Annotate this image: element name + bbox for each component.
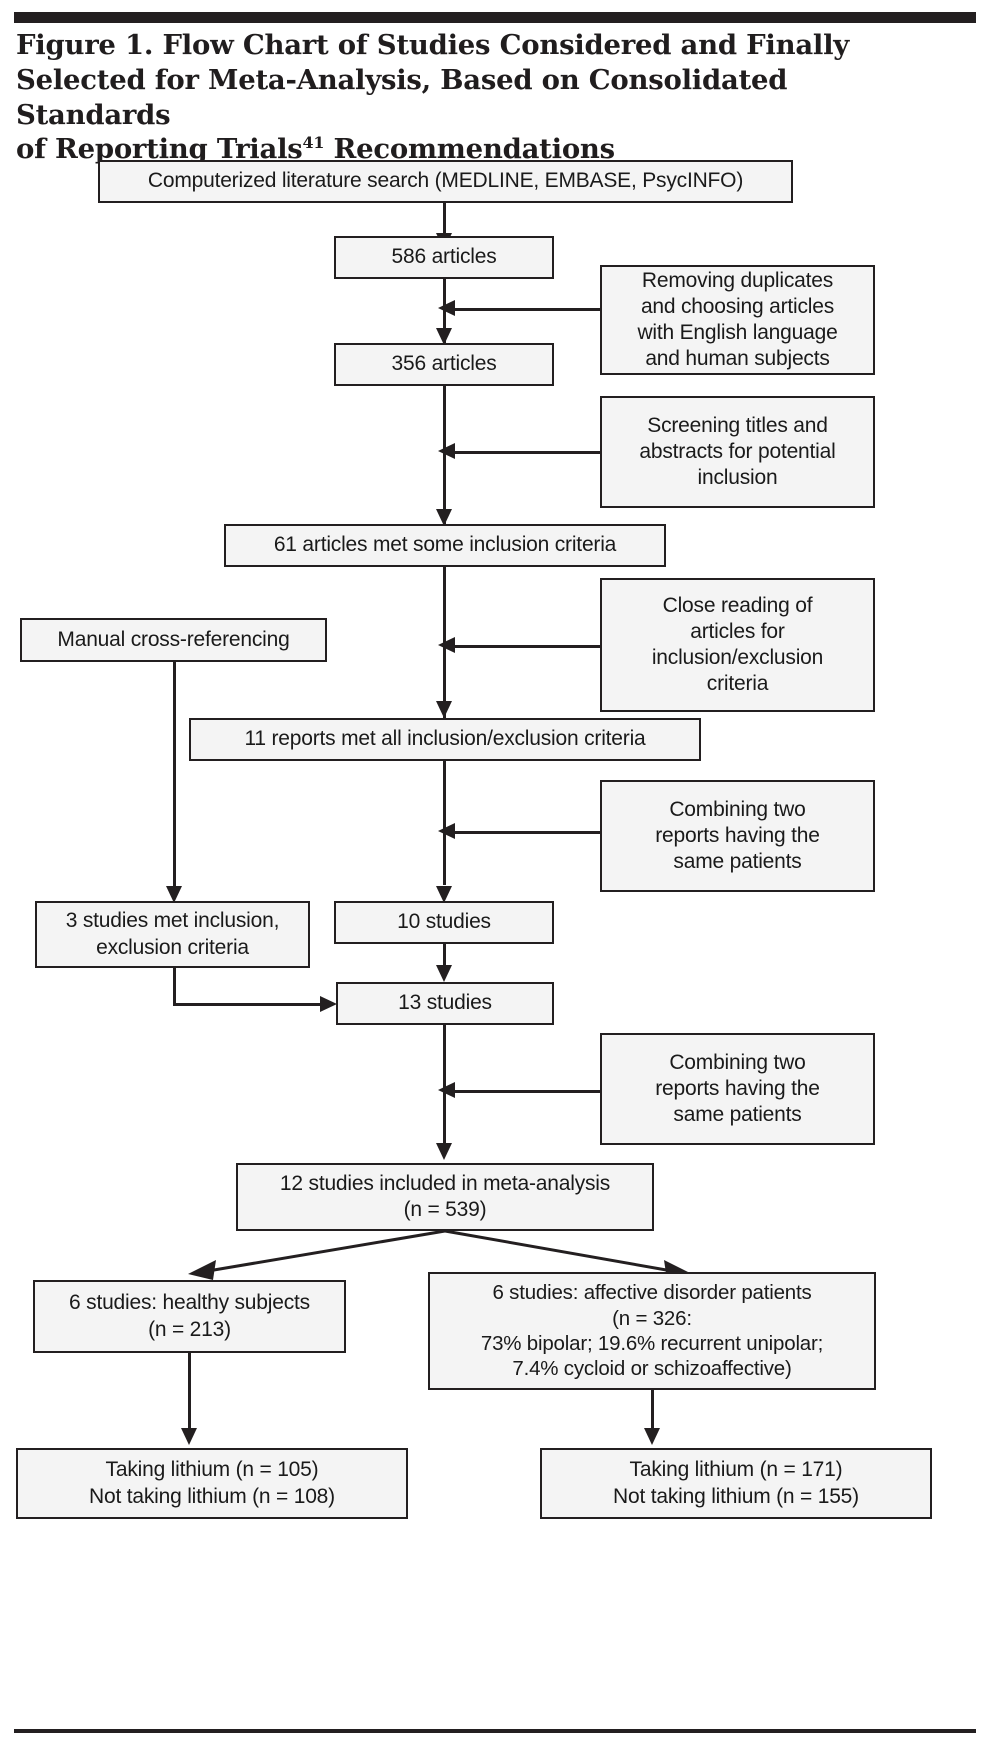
edge-healthy-to-lithium-line — [188, 1353, 191, 1431]
figure-title-line-1: Figure 1. Flow Chart of Studies Consider… — [16, 29, 850, 61]
edge-dedupe-arrow — [438, 300, 455, 316]
edge-586-to-356-arrow — [436, 328, 452, 345]
edge-combine2-arrow — [438, 1082, 455, 1098]
bottom-rule — [14, 1729, 976, 1733]
edge-356-to-61-line — [443, 386, 446, 526]
node-close-reading: Close reading of articles for inclusion/… — [600, 578, 875, 712]
edge-healthy-to-lithium-arrow — [181, 1428, 197, 1445]
edge-screening-arrow — [438, 443, 455, 459]
edge-close-reading-line — [455, 645, 601, 648]
node-13-studies: 13 studies — [336, 982, 554, 1025]
edge-11-to-10-arrow — [436, 886, 452, 903]
edge-manual-to-3-arrow — [166, 886, 182, 903]
node-586-articles: 586 articles — [334, 236, 554, 279]
edge-screening-line — [455, 451, 601, 454]
node-screening-titles: Screening titles and abstracts for poten… — [600, 396, 875, 508]
edge-affective-to-lithium-line — [651, 1390, 654, 1431]
edge-manual-to-3-line — [173, 662, 176, 886]
edge-10-to-13-arrow — [436, 965, 452, 982]
edge-close-reading-arrow — [438, 637, 455, 653]
figure-title-line-2: Selected for Meta-Analysis, Based on Con… — [16, 63, 788, 131]
node-3-studies: 3 studies met inclusion, exclusion crite… — [35, 901, 310, 968]
figure-title: Figure 1. Flow Chart of Studies Consider… — [16, 28, 946, 167]
edge-search-to-586-line — [443, 203, 446, 236]
figure-title-citation: 41 — [302, 133, 325, 153]
edge-13-to-12-arrow — [436, 1143, 452, 1160]
edge-586-to-356-line — [443, 279, 446, 343]
top-rule — [14, 12, 976, 23]
node-literature-search: Computerized literature search (MEDLINE,… — [98, 160, 793, 203]
edge-affective-to-lithium-arrow — [644, 1428, 660, 1445]
node-11-reports: 11 reports met all inclusion/exclusion c… — [189, 718, 701, 761]
node-356-articles: 356 articles — [334, 343, 554, 386]
edge-3-to-13-hline — [173, 1003, 322, 1006]
node-combining-reports-1: Combining two reports having the same pa… — [600, 780, 875, 892]
node-12-studies-meta-analysis: 12 studies included in meta-analysis (n … — [236, 1163, 654, 1231]
edge-61-to-11-arrow — [436, 701, 452, 718]
node-manual-cross-referencing: Manual cross-referencing — [20, 618, 327, 662]
edge-combine2-line — [455, 1090, 601, 1093]
edge-3-to-13-vline — [173, 968, 176, 1005]
edge-356-to-61-arrow — [436, 509, 452, 526]
node-61-articles: 61 articles met some inclusion criteria — [224, 524, 666, 567]
node-healthy-subjects: 6 studies: healthy subjects (n = 213) — [33, 1280, 346, 1353]
edge-combine1-line — [455, 831, 601, 834]
edge-dedupe-line — [455, 308, 601, 311]
node-lithium-affective: Taking lithium (n = 171) Not taking lith… — [540, 1448, 932, 1519]
edge-11-to-10-line — [443, 761, 446, 885]
edge-combine1-arrow — [438, 823, 455, 839]
node-combining-reports-2: Combining two reports having the same pa… — [600, 1033, 875, 1145]
edge-10-to-13-line — [443, 944, 446, 969]
node-10-studies: 10 studies — [334, 901, 554, 944]
node-removing-duplicates: Removing duplicates and choosing article… — [600, 265, 875, 375]
edge-13-to-12-line — [443, 1025, 446, 1145]
edge-3-to-13-arrow — [320, 996, 337, 1012]
node-affective-disorder-patients: 6 studies: affective disorder patients (… — [428, 1272, 876, 1390]
edge-61-to-11-line — [443, 567, 446, 718]
node-lithium-healthy: Taking lithium (n = 105) Not taking lith… — [16, 1448, 408, 1519]
